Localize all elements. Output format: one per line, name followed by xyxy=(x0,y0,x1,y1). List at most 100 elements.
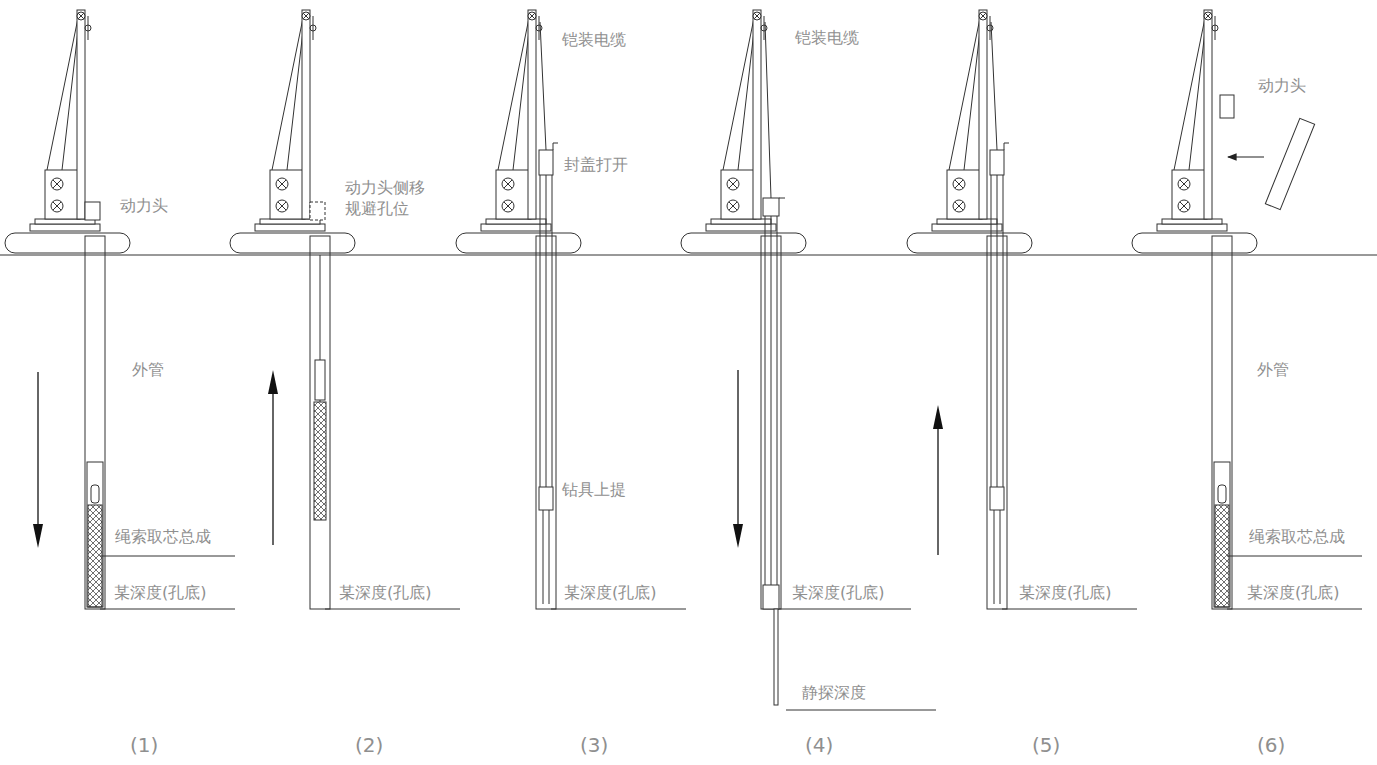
mast xyxy=(979,10,987,219)
crown-pulley-x xyxy=(78,13,84,19)
crawler-track xyxy=(456,233,581,253)
stay-cable xyxy=(62,22,79,170)
crown-pulley-ring xyxy=(302,12,310,20)
stay-cable xyxy=(513,22,530,170)
part-label: 封盖打开 xyxy=(562,155,630,176)
engine-symbol-x xyxy=(278,202,286,210)
crown-pulley-x xyxy=(754,13,760,19)
engine-symbol-x xyxy=(1180,180,1188,188)
stay-cable xyxy=(949,18,980,170)
motion-arrow xyxy=(733,370,743,548)
engine-symbol xyxy=(51,178,63,190)
rig-deck xyxy=(937,219,997,224)
part-label: 绳索取芯总成 xyxy=(113,527,213,548)
part-label: 动力头 xyxy=(118,196,170,217)
removed-part xyxy=(1265,118,1314,209)
open-lid xyxy=(1004,143,1009,144)
part-label: 某深度(孔底) xyxy=(337,583,433,604)
engine-symbol-ring xyxy=(276,200,288,212)
part-label: 某深度(孔底) xyxy=(790,583,886,604)
rig-platform xyxy=(255,224,325,231)
hook xyxy=(536,25,542,31)
drill-rig xyxy=(230,10,460,609)
drill-tool xyxy=(990,487,1004,510)
part-label: (4) xyxy=(803,732,835,758)
crown-pulley-x xyxy=(529,13,535,19)
core-barrel xyxy=(1214,462,1230,607)
engine-symbol-x xyxy=(504,202,512,210)
engine-symbol xyxy=(953,178,965,190)
engine-symbol xyxy=(1178,178,1190,190)
stay-cable xyxy=(272,18,303,170)
rig-deck xyxy=(711,219,771,224)
engine-box xyxy=(721,170,756,219)
engine-symbol xyxy=(502,200,514,212)
outer-pipe xyxy=(1212,236,1232,609)
depth-line xyxy=(100,609,235,610)
crawler-track xyxy=(1132,233,1257,253)
engine-symbol xyxy=(51,200,63,212)
drill-rod xyxy=(1003,175,1004,487)
part-label: 铠装电缆 xyxy=(793,28,861,49)
armoured-cable xyxy=(546,150,547,487)
drill-rod xyxy=(540,175,541,487)
crown-pulley-x xyxy=(1205,13,1211,19)
crown-pulley xyxy=(77,12,85,20)
depth-line xyxy=(1002,609,1137,610)
motion-arrow xyxy=(268,370,278,545)
stay-cable xyxy=(964,22,981,170)
depth-line xyxy=(325,609,460,610)
lower-rod xyxy=(1000,510,1001,604)
part-label: (2) xyxy=(353,732,385,758)
motion-arrow xyxy=(933,405,943,555)
crown-pulley-x xyxy=(303,13,309,19)
crown-pulley-x xyxy=(303,13,309,19)
crown-pulley-x xyxy=(529,13,535,19)
crown-pulley-x xyxy=(78,13,84,19)
engine-symbol-x xyxy=(955,180,963,188)
engine-symbol-x xyxy=(729,180,737,188)
engine-symbol-ring xyxy=(51,200,63,212)
core-sample xyxy=(1215,505,1229,607)
crown-pulley-ring xyxy=(753,12,761,20)
crawler-track xyxy=(5,233,130,253)
armoured-cable xyxy=(765,22,771,198)
engine-symbol-ring xyxy=(502,178,514,190)
arrow-shaft xyxy=(272,390,274,545)
ground-line xyxy=(0,255,1377,256)
cpt-probe-rod xyxy=(774,609,778,705)
armoured-cable xyxy=(771,216,772,585)
part-label: 动力头侧移 规避孔位 xyxy=(343,178,431,220)
engine-symbol-ring xyxy=(1178,200,1190,212)
crown-pulley-x xyxy=(980,13,986,19)
part-label: 铠装电缆 xyxy=(560,30,628,51)
engine-symbol-ring xyxy=(1178,178,1190,190)
engine-symbol-x xyxy=(729,180,737,188)
crown-pulley xyxy=(528,12,536,20)
outer-pipe xyxy=(85,236,105,609)
stay-cable xyxy=(738,22,755,170)
stay-cable xyxy=(498,18,529,170)
part-label: 外管 xyxy=(1255,360,1291,381)
core-head xyxy=(1218,485,1226,503)
hoist-line xyxy=(764,16,765,40)
crown-pulley-x xyxy=(754,13,760,19)
arrow-shaft xyxy=(937,425,939,555)
engine-symbol-x xyxy=(504,180,512,188)
part-label: 某深度(孔底) xyxy=(1245,583,1341,604)
crown-pulley-x xyxy=(1205,13,1211,19)
engine-symbol-x xyxy=(53,180,61,188)
rod-cap xyxy=(990,150,1004,175)
drill-rig xyxy=(1132,10,1362,609)
hoist-line xyxy=(313,16,314,40)
engine-symbol-x xyxy=(955,180,963,188)
mast xyxy=(302,10,310,219)
engine-symbol xyxy=(727,200,739,212)
engine-symbol-x xyxy=(504,202,512,210)
stay-cable xyxy=(1174,18,1205,170)
part-label: (5) xyxy=(1030,732,1062,758)
hook xyxy=(310,25,316,31)
stay-cable xyxy=(723,18,754,170)
